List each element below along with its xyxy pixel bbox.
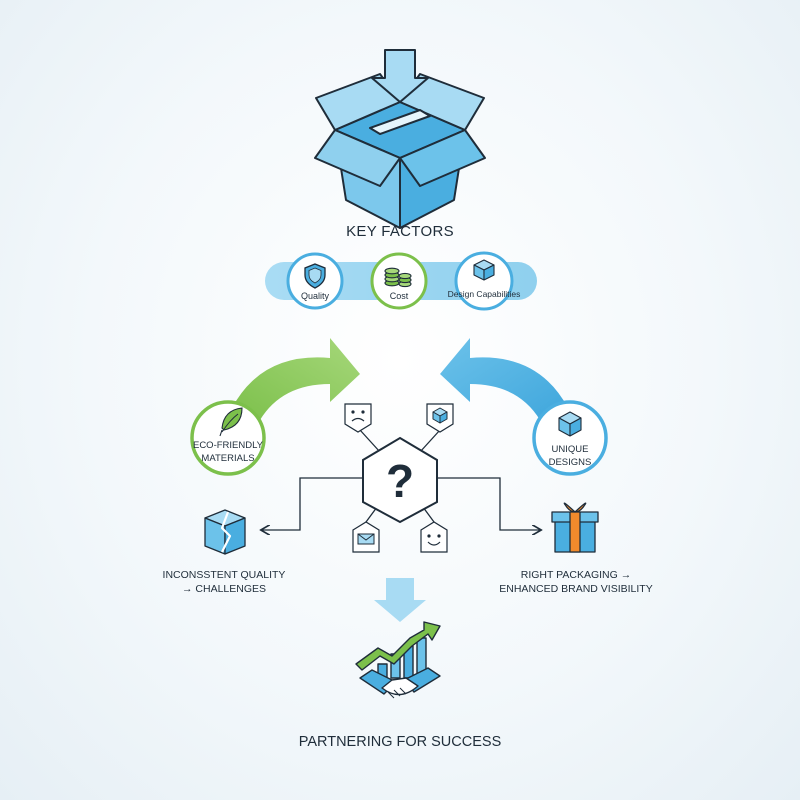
unique-designs-label-line2: DESIGNS — [549, 457, 592, 468]
coin-stack-icon — [384, 267, 412, 288]
right-outcome-line2: ENHANCED BRAND VISIBILITY — [499, 583, 652, 595]
bottom-title: PARTNERING FOR SUCCESS — [299, 734, 502, 750]
eco-friendly-label-line1: ECO-FRIENDLY — [193, 440, 264, 451]
sad-face-tile — [344, 403, 372, 433]
blue-curved-arrow — [440, 338, 568, 420]
box-icon — [558, 411, 582, 437]
key-factor-label: Cost — [390, 291, 409, 301]
eco-friendly-label-line2: MATERIALS — [201, 453, 254, 464]
unique-designs-label-line1: UNIQUE — [552, 444, 589, 455]
sad-face-icon — [351, 410, 365, 422]
left-outcome-line1: INCONSSTENT QUALITY — [163, 569, 286, 581]
green-curved-arrow — [232, 338, 360, 420]
box-icon — [432, 407, 448, 424]
box-tile-top — [426, 403, 454, 433]
damaged-box-icon — [204, 509, 246, 555]
happy-face-icon — [427, 534, 441, 546]
down-arrow — [374, 578, 426, 622]
question-mark: ? — [386, 455, 414, 507]
unique-designs-node: UNIQUE DESIGNS — [532, 400, 608, 476]
gift-box-icon — [551, 502, 599, 553]
key-factor-design-capabilities: Design Capabilities — [448, 251, 521, 311]
key-factor-cost: Cost — [370, 252, 428, 310]
question-hexagon-icon: ? — [362, 436, 438, 524]
key-factor-label: Design Capabilities — [448, 289, 521, 299]
left-outcome-line2: → CHALLENGES — [182, 583, 266, 595]
envelope-box-icon — [357, 533, 375, 545]
handshake-growth-icon — [355, 621, 441, 699]
box-icon — [473, 259, 495, 281]
package-tile-bottom — [352, 521, 380, 553]
key-factors-title: KEY FACTORS — [346, 223, 454, 240]
key-factor-label: Quality — [301, 291, 330, 301]
open-box-icon — [314, 49, 486, 229]
right-outcome-line1: RIGHT PACKAGING → — [521, 569, 631, 581]
key-factor-quality: Quality — [286, 252, 344, 310]
eco-friendly-node: ECO-FRIENDLY MATERIALS — [190, 400, 266, 476]
leaf-icon — [219, 407, 243, 437]
happy-face-tile — [420, 521, 448, 553]
